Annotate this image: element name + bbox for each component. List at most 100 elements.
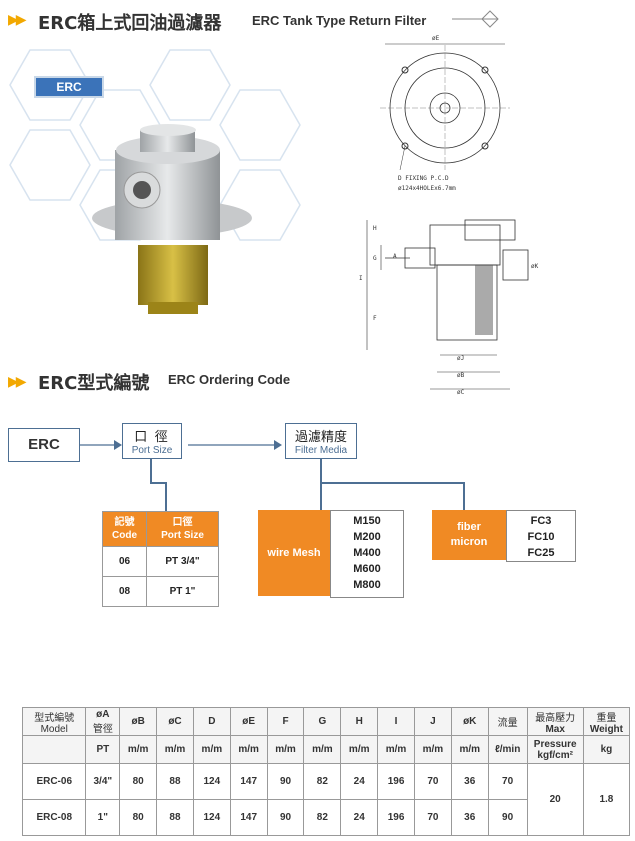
spec-cell: 196 — [377, 763, 415, 800]
spec-unit-cell: m/m — [192, 735, 231, 764]
connector-line — [150, 482, 166, 484]
page-subtitle: ERC Tank Type Return Filter — [252, 13, 427, 28]
wire-mesh-label: wire Mesh — [258, 510, 330, 596]
dim-j-label: øJ — [457, 355, 464, 362]
spec-unit-cell: m/m — [377, 735, 415, 764]
spec-pressure-cell: 20 — [526, 763, 584, 836]
spec-header-cell: H — [340, 707, 379, 736]
dim-f-label: F — [373, 315, 377, 322]
spec-cell: 88 — [156, 799, 194, 836]
spec-cell: ERC-08 — [21, 799, 87, 836]
spec-unit-cell: m/m — [156, 735, 194, 764]
spec-header-cell: øK — [450, 707, 489, 736]
fiber-text: fiber — [457, 521, 481, 533]
filter-media-en: Filter Media — [294, 445, 348, 456]
spec-cell: 1" — [85, 799, 121, 836]
top-view-drawing: øE D FIXING P.C.D ø124x4HOLEx6.7mm — [370, 30, 520, 200]
connector-line — [150, 458, 152, 483]
spec-unit-cell: m/m — [413, 735, 452, 764]
spec-cell: 80 — [119, 799, 158, 836]
dim-b-label: øB — [457, 372, 465, 379]
page-title: ERC箱上式回油過濾器 — [38, 13, 222, 34]
spec-cell: 36 — [450, 799, 489, 836]
fiber-option: FC10 — [527, 531, 555, 543]
spec-cell: 82 — [303, 799, 342, 836]
spec-unit-cell: kg — [582, 735, 631, 764]
dim-g-label: G — [373, 255, 377, 262]
wire-mesh-text: wire Mesh — [267, 547, 321, 559]
fiber-option: FC3 — [530, 515, 552, 527]
model-box-label: ERC — [28, 436, 60, 453]
dim-a-label: A — [393, 253, 397, 260]
spec-cell: 88 — [156, 763, 194, 800]
arrow-icon — [188, 437, 283, 456]
mesh-option: M200 — [353, 531, 381, 543]
spec-header-cell: F — [266, 707, 305, 736]
spec-header-cell: D — [192, 707, 231, 736]
spec-cell: 147 — [229, 799, 268, 836]
spec-cell: 24 — [340, 763, 379, 800]
spec-cell: 124 — [192, 799, 231, 836]
micron-text: micron — [450, 536, 488, 548]
table-row: ERC-06 3/4" 80 88 124 147 90 82 24 196 7… — [21, 763, 631, 836]
side-view-drawing: H G A I F øK øJ øB øC — [345, 210, 545, 400]
spec-unit-row: PT m/m m/m m/m m/m m/m m/m m/m m/m m/m m… — [21, 735, 631, 764]
mesh-option: M150 — [353, 515, 381, 527]
spec-cell: 70 — [413, 799, 452, 836]
dim-c-label: øC — [457, 389, 465, 396]
port-size-box: 口 徑 Port Size — [122, 423, 182, 459]
spec-unit-cell: m/m — [340, 735, 379, 764]
ordering-title: ERC型式編號 — [38, 373, 150, 394]
spec-unit-cell: m/m — [119, 735, 158, 764]
table-row: ERC-08 1" 80 88 124 147 90 82 24 196 70 … — [21, 799, 630, 836]
spec-header-cell: G — [303, 707, 342, 736]
section-arrow-icon: ▶▶ — [8, 374, 26, 390]
spec-unit-cell: m/m — [229, 735, 268, 764]
spec-header-cell: I — [377, 707, 415, 736]
size-port-cell: PT 3/4" — [146, 546, 219, 577]
spec-cell: 24 — [340, 799, 379, 836]
spec-unit-cell: m/m — [303, 735, 342, 764]
fixing-hole-label: ø124x4HOLEx6.7mm — [398, 185, 456, 192]
spec-unit-cell: ℓ/min — [487, 735, 528, 764]
spec-unit-cell — [21, 735, 87, 764]
spec-cell: ERC-06 — [21, 763, 87, 800]
size-code-cell: 06 — [102, 546, 147, 577]
mesh-option: M800 — [353, 579, 381, 591]
arrow-icon — [80, 437, 122, 456]
spec-cell: 196 — [377, 799, 415, 836]
spec-header-cell: øB — [119, 707, 158, 736]
spec-cell: 70 — [487, 763, 528, 800]
title-line-icon — [452, 10, 502, 32]
spec-cell: 36 — [450, 763, 489, 800]
spec-cell: 70 — [413, 763, 452, 800]
table-row: 08 PT 1" — [102, 576, 219, 607]
spec-unit-cell: PT — [85, 735, 121, 764]
spec-header-cell: øC — [156, 707, 194, 736]
connector-line — [463, 482, 465, 512]
ordering-subtitle: ERC Ordering Code — [168, 372, 291, 387]
fiber-micron-label: fiber micron — [432, 510, 506, 560]
fiber-options: FC3 FC10 FC25 — [506, 510, 576, 562]
spec-cell: 147 — [229, 763, 268, 800]
model-box: ERC — [8, 428, 80, 462]
fixing-label: D FIXING P.C.D — [398, 175, 449, 182]
spec-header-cell: øE — [229, 707, 268, 736]
dim-i-label: I — [359, 275, 363, 282]
connector-line — [320, 482, 464, 484]
connector-line — [165, 482, 167, 512]
size-code-cell: 08 — [102, 576, 147, 607]
product-photo — [90, 120, 260, 320]
port-size-en: Port Size — [131, 445, 173, 456]
spec-cell: 82 — [303, 763, 342, 800]
